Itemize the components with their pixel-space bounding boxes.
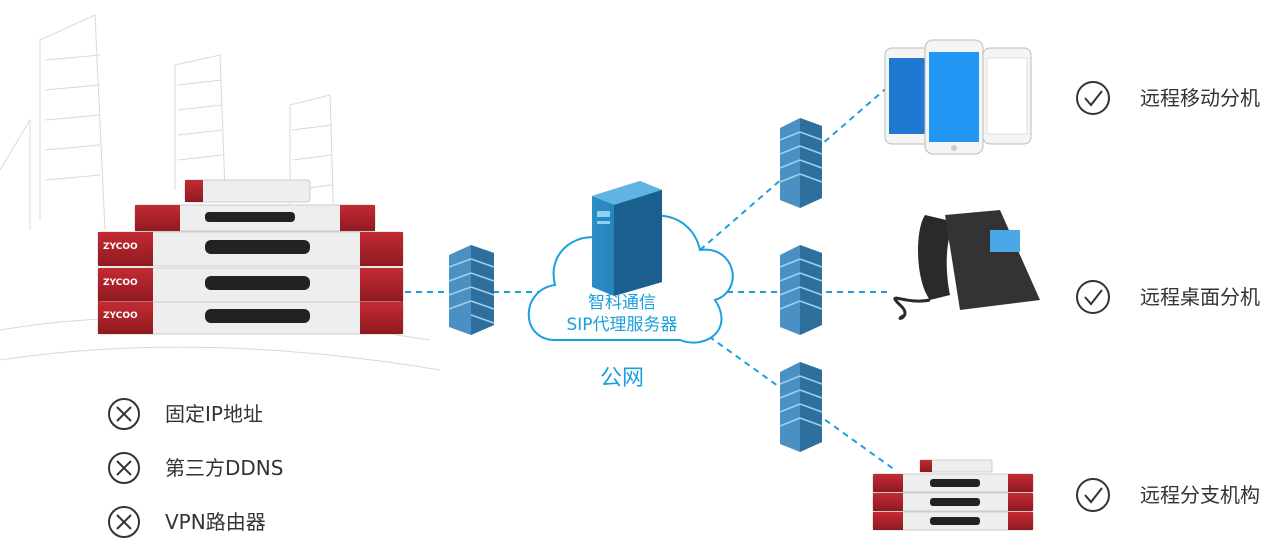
pbx-stack-main	[97, 179, 404, 335]
mobile-phones-icon	[884, 39, 1032, 155]
check-circle-icon	[1076, 81, 1110, 115]
public-network-label: 公网	[599, 366, 644, 391]
remote-branch-office-label: 远程分支机构	[1140, 483, 1260, 507]
cross-circle-icon	[108, 452, 140, 484]
check-circle-icon	[1076, 280, 1110, 314]
firewall-icon-bottom	[779, 362, 823, 452]
not-required-item-fixed-ip: 固定IP地址	[165, 402, 263, 426]
desk-phone-icon	[893, 210, 1040, 320]
cross-circle-icon	[108, 398, 140, 430]
remote-mobile-extension-label: 远程移动分机	[1140, 86, 1260, 110]
device-brand-logo: ZYCOO	[103, 242, 138, 252]
server-label-line2: SIP代理服务器	[566, 315, 678, 335]
not-required-item-ddns: 第三方DDNS	[165, 456, 284, 480]
server-label: 智科通信 SIP代理服务器	[522, 292, 722, 336]
server-label-line1: 智科通信	[588, 293, 656, 313]
device-brand-logo: ZYCOO	[103, 278, 138, 288]
device-brand-logo: ZYCOO	[103, 311, 138, 321]
remote-desk-extension-label: 远程桌面分机	[1140, 285, 1260, 309]
firewall-icon-left	[448, 245, 495, 335]
firewall-icon-top	[779, 118, 823, 208]
check-circle-icon	[1076, 478, 1110, 512]
cross-circle-icon	[108, 506, 140, 538]
not-required-item-vpn: VPN路由器	[165, 510, 266, 534]
firewall-icon-middle	[779, 245, 823, 335]
pbx-stack-branch	[872, 459, 1034, 531]
server-icon	[592, 181, 662, 296]
